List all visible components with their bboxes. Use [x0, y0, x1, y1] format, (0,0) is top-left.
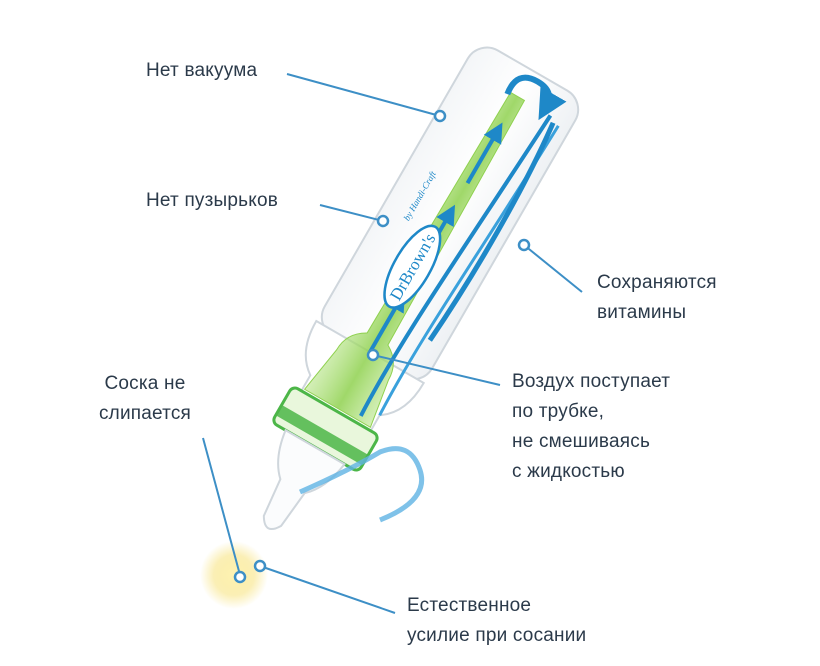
dot-no-bubbles [376, 214, 390, 228]
leader-no-vacuum [286, 73, 441, 117]
dot-air-flow [366, 348, 380, 362]
air-arrow-3 [465, 122, 503, 185]
callout-no-bubbles-text: Нет пузырьков [146, 190, 279, 211]
leader-air-flow [372, 354, 501, 386]
callout-air-flow-line-1: Воздух поступает [512, 371, 671, 392]
bottle-body-group: DrBrown's by Handi-Craft [262, 46, 580, 530]
callout-no-bubbles: Нет пузырьков [146, 186, 278, 216]
callout-vitamins-line-2: витамины [597, 302, 687, 323]
collar-green-band [275, 404, 369, 466]
callout-no-vacuum: Нет вакуума [146, 56, 257, 86]
callout-air-flow-line-2: по трубке, [512, 401, 605, 422]
callout-vitamins-line-1: Сохраняются [597, 272, 717, 293]
callout-air-flow-line-4: с жидкостью [512, 461, 625, 482]
nipple-glow [200, 541, 268, 609]
leader-nipple [202, 437, 241, 576]
brand-logo-oval [383, 224, 442, 309]
dot-nipple [233, 570, 247, 584]
air-swoosh [298, 446, 424, 523]
callout-no-vacuum-text: Нет вакуума [146, 60, 258, 81]
dot-vitamins [517, 238, 531, 252]
callout-nipple-line-2: слипается [98, 403, 192, 424]
leader-lines [202, 73, 583, 614]
callout-air-flow: Воздух поступает по трубке, не смешиваяс… [512, 367, 670, 487]
callout-natural: Естественное усилие при сосании [407, 591, 586, 651]
leader-vitamins [523, 244, 583, 293]
callout-vitamins: Сохраняются витамины [597, 268, 717, 328]
air-curl-arrow [504, 74, 567, 121]
leader-no-bubbles [319, 204, 384, 222]
callout-natural-line-2: усилие при сосании [407, 625, 587, 646]
callout-dots [233, 109, 531, 584]
callout-nipple: Соска не слипается [80, 369, 210, 429]
callout-nipple-line-1: Соска не [104, 373, 186, 394]
callout-natural-line-1: Естественное [407, 595, 532, 616]
dot-natural [253, 559, 267, 573]
flow-line-3 [427, 121, 556, 342]
callout-air-flow-line-3: не смешиваясь [512, 431, 651, 452]
flow-line-1 [359, 114, 553, 417]
leader-natural [259, 565, 396, 614]
dot-no-vacuum [433, 109, 447, 123]
